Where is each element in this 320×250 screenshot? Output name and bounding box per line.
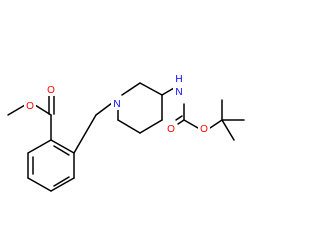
atom-o-ester-carbonyl: O [47, 85, 55, 96]
bond-tbu-me3 [221, 119, 235, 141]
bond-ring-3-4 [27, 177, 52, 192]
chemical-structure: O O N N H O O [7, 72, 245, 192]
bond-methyl-o [7, 104, 26, 116]
atom-n-piperidine: N [113, 99, 120, 110]
bond-o-tbu [209, 119, 223, 129]
bond-carbamate-c-o [183, 119, 199, 129]
bonds [7, 82, 245, 192]
bond-ring-6-1 [50, 139, 75, 154]
bond-ring-4-5 [50, 177, 75, 192]
bond-c4-nh [161, 87, 175, 96]
bond-pip-c4-c5 [139, 119, 163, 134]
bond-ring-1-2 [27, 139, 52, 154]
bond-ch2-n [95, 102, 113, 116]
bond-ring-inner-b [53, 176, 70, 187]
bond-pip-n-c2 [121, 82, 141, 96]
atom-n-amide: N [175, 87, 182, 98]
atom-o-carbamate-carbonyl: O [167, 124, 175, 135]
bond-carbamate-c-o-double-2 [175, 115, 183, 121]
bond-pip-c2-c3 [139, 82, 163, 96]
bond-pip-c5-c6 [117, 119, 141, 134]
atom-labels: O O N N H O O [24, 72, 210, 135]
bond-ring-ch2 [73, 114, 97, 154]
atom-o-ester-methyl: O [26, 101, 34, 112]
atom-o-carbamate-ether: O [200, 124, 208, 135]
bond-ring-inner-c [53, 145, 70, 156]
bond-carbamate-c-o-double-1 [177, 119, 185, 125]
atom-h-amide: H [175, 74, 182, 85]
